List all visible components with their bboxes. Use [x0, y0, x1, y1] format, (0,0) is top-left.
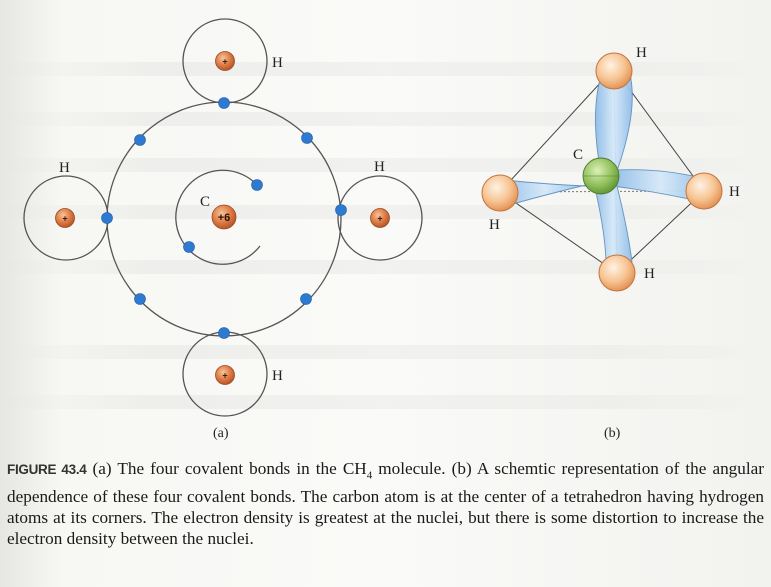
h-label-bottom-b: H — [644, 266, 655, 282]
electron — [134, 293, 146, 305]
h-label-left-a: H — [59, 160, 70, 176]
electron — [300, 293, 312, 305]
carbon-inner-shell — [175, 169, 261, 265]
carbon-label-b: C — [573, 147, 583, 163]
figure-number: FIGURE 43.4 — [7, 462, 87, 477]
hydrogen-sphere-top — [595, 52, 633, 90]
caption-text-rest: molecule. (b) A schemtic representation … — [7, 459, 764, 549]
electron — [301, 132, 313, 144]
electron — [134, 134, 146, 146]
panel-b-tetrahedron: C H H H H (b) — [481, 45, 740, 441]
svg-text:+: + — [222, 57, 227, 67]
hydrogen-sphere-left — [481, 174, 519, 212]
hydrogen-nucleus-bottom: + — [215, 365, 235, 385]
panel-b-label: (b) — [604, 426, 621, 441]
h-label-left-b: H — [489, 217, 500, 233]
hydrogen-sphere-right — [685, 172, 723, 210]
hydrogen-nucleus-right: + — [370, 208, 390, 228]
bleed-through-line — [0, 395, 771, 409]
hydrogen-sphere-bottom — [598, 254, 636, 292]
electron — [335, 204, 347, 216]
h-label-bottom-a: H — [272, 368, 283, 384]
svg-text:+: + — [62, 214, 67, 224]
panel-a-label: (a) — [213, 426, 229, 441]
bleed-through-line — [0, 345, 771, 359]
svg-text:+: + — [222, 371, 227, 381]
hydrogen-shell-right — [337, 175, 423, 261]
figure-caption: FIGURE 43.4 (a) The four covalent bonds i… — [7, 458, 764, 549]
electron — [101, 212, 113, 224]
electron — [218, 97, 230, 109]
bleed-through-line — [0, 62, 771, 76]
bleed-through-line — [0, 112, 771, 126]
h-label-right-a: H — [374, 159, 385, 175]
h-label-top-b: H — [636, 45, 647, 61]
caption-text: (a) The four covalent bonds in the CH — [92, 459, 367, 478]
figure-canvas: + + + + +6 — [23, 18, 740, 441]
electron — [218, 327, 230, 339]
svg-text:+6: +6 — [218, 212, 231, 224]
electron — [251, 179, 263, 191]
h-label-right-b: H — [729, 184, 740, 200]
svg-text:+: + — [377, 214, 382, 224]
bleed-through-line — [0, 158, 771, 172]
h-label-top-a: H — [272, 55, 283, 71]
electrons — [101, 97, 347, 339]
carbon-label-a: C — [200, 194, 210, 210]
panel-a-bohr-diagram: + + + + +6 — [23, 18, 423, 441]
hydrogen-nucleus-left: + — [55, 208, 75, 228]
caption-subscript: 4 — [366, 469, 373, 482]
carbon-nucleus: +6 — [211, 204, 237, 230]
bleed-through-line — [0, 260, 771, 274]
electron — [183, 241, 195, 253]
hydrogen-nucleus-top: + — [215, 51, 235, 71]
